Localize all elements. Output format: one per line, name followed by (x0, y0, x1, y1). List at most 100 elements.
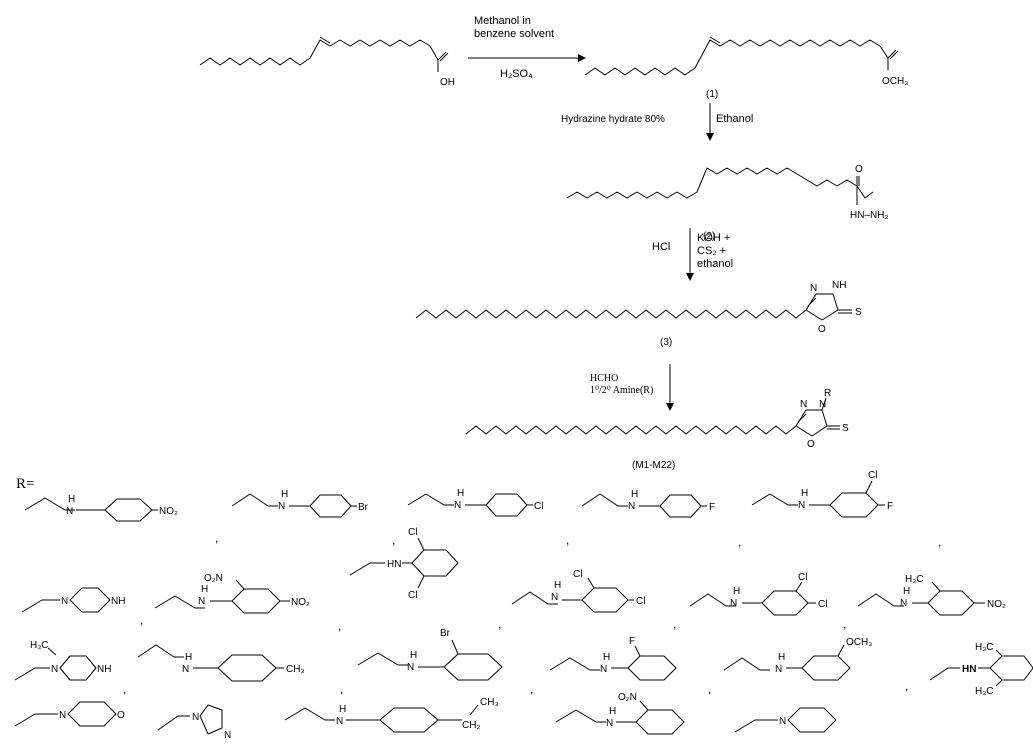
mannich-s-label: S (842, 423, 849, 434)
substituent-morpholinyl: N O (14, 701, 125, 727)
svg-text:NH: NH (97, 664, 111, 675)
mannich-o-label: O (807, 439, 815, 450)
mannich-base-structure: N N R O S (M1-M22) (465, 388, 849, 471)
compound-1-label: (1) (706, 89, 718, 100)
svg-text:H: H (68, 494, 75, 505)
svg-text:H: H (339, 704, 346, 715)
svg-text:H: H (778, 652, 785, 663)
svg-text:N: N (224, 730, 231, 741)
svg-text:Br: Br (358, 502, 369, 513)
substituent-3-chloro-4-fluoroanilino: N H Cl F (751, 470, 893, 518)
svg-text:,: , (673, 617, 676, 631)
svg-text:F: F (629, 636, 635, 647)
svg-text:,: , (566, 533, 569, 547)
svg-text:N: N (606, 718, 613, 729)
svg-text:,: , (392, 533, 395, 547)
substituent-4-fluoroanilino: N H F (581, 489, 715, 518)
svg-text:Cl: Cl (573, 569, 582, 580)
ring-s-label: S (855, 307, 862, 318)
reagent-ethanol-2: ethanol (697, 258, 733, 270)
svg-text:F: F (709, 502, 715, 513)
mannich-product-label: (M1-M22) (632, 460, 675, 471)
svg-text:N: N (182, 664, 189, 675)
svg-text:N: N (775, 664, 782, 675)
compound-2-label: (2) (703, 231, 715, 242)
methyl-ester-chain (584, 39, 881, 76)
reagent-hcl: HCl (652, 241, 670, 253)
hydrazide-chain (566, 167, 874, 199)
svg-text:Cl: Cl (818, 599, 827, 610)
substituent-2-bromoanilino: N H Br (357, 628, 503, 681)
svg-text:H₃C: H₃C (975, 642, 994, 653)
oleic-acid-structure: OH (199, 36, 455, 88)
mannich-n2-label: N (819, 399, 826, 410)
svg-text:H: H (609, 706, 616, 717)
svg-text:O₂N: O₂N (204, 573, 223, 584)
svg-text:,: , (123, 682, 126, 696)
mannich-n1-label: N (800, 399, 807, 410)
mannich-chain (465, 425, 797, 435)
mannich-r-label: R (824, 388, 831, 399)
mannich-ring (795, 409, 828, 437)
svg-text:N: N (600, 664, 607, 675)
substituent-2-methyl-4-nitroanilino: N H H₃C NO₂ (857, 574, 1006, 616)
substituent-4-ethylanilino: N H CH₂ CH₃ (284, 697, 499, 733)
reagent-methanol: Methanol in (474, 15, 531, 27)
svg-text:,: , (708, 682, 711, 696)
svg-text:H: H (733, 586, 740, 597)
svg-text:H: H (185, 652, 192, 663)
reagent-hydrazine: Hydrazine hydrate 80% (561, 114, 665, 125)
svg-text:Cl: Cl (798, 572, 807, 583)
svg-text:O₂N: O₂N (618, 692, 637, 703)
svg-text:O: O (117, 710, 125, 721)
oxadiazole-chain (415, 309, 807, 319)
ester-och3-label: OCH₃ (882, 76, 908, 87)
svg-text:,: , (498, 617, 501, 631)
svg-text:H₃C: H₃C (975, 686, 994, 697)
svg-text:Cl: Cl (534, 501, 543, 512)
compound-3-label: (3) (660, 337, 672, 348)
reagent-cs2: CS₂ + (697, 245, 726, 257)
substituent-2-6-dimethylanilino: HN H₃C H₃C (929, 642, 1033, 697)
svg-text:,: , (738, 535, 741, 549)
svg-text:NO₂: NO₂ (159, 506, 178, 517)
svg-text:,: , (843, 617, 846, 631)
svg-text:CH₂: CH₂ (462, 720, 480, 731)
svg-text:OCH₃: OCH₃ (846, 637, 872, 648)
svg-text:,: , (530, 682, 533, 696)
ring-nh-label: NH (832, 280, 846, 291)
svg-text:H: H (603, 652, 610, 663)
svg-text:N: N (407, 662, 414, 673)
svg-text:H: H (631, 489, 638, 500)
substituent-3-4-dichloroanilino: N H Cl Cl (689, 572, 827, 616)
svg-text:N: N (278, 501, 285, 512)
svg-text:H: H (554, 580, 561, 591)
svg-text:N: N (61, 596, 68, 607)
reagent-hcho: HCHO (590, 373, 618, 384)
reagent-benzene: benzene solvent (474, 28, 554, 40)
svg-text:N: N (51, 664, 58, 675)
svg-text:,: , (905, 679, 908, 693)
substituent-2-fluoroanilino: N H F (549, 636, 677, 681)
svg-text:N: N (198, 596, 205, 607)
svg-text:F: F (887, 501, 893, 512)
ring-n-label: N (810, 283, 817, 294)
svg-text:Cl: Cl (408, 527, 417, 538)
svg-text:NO₂: NO₂ (987, 599, 1006, 610)
svg-text:NO₂: NO₂ (291, 597, 310, 608)
svg-text:N: N (730, 598, 737, 609)
svg-text:NH: NH (111, 596, 125, 607)
svg-text:CH₃: CH₃ (286, 664, 305, 675)
oleic-acid-chain (199, 39, 431, 66)
substituent-methylpiperazinyl: H₃C N NH (14, 640, 111, 681)
oxadiazole-thione-structure: N NH O S (3) (415, 280, 862, 348)
r-heading: R= (16, 476, 34, 492)
oxadiazole-ring (805, 293, 839, 321)
svg-text:Br: Br (440, 628, 451, 639)
svg-text:,: , (340, 682, 343, 696)
substituent-4-methylanilino: N H CH₃ (137, 644, 305, 682)
svg-text:N: N (798, 500, 805, 511)
substituent-piperidinyl: N (734, 707, 837, 733)
substituent-2-4-dinitroanilino: N H O₂N NO₂ (154, 573, 310, 614)
substituent-4-chloroanilino: N H Cl (407, 488, 543, 517)
